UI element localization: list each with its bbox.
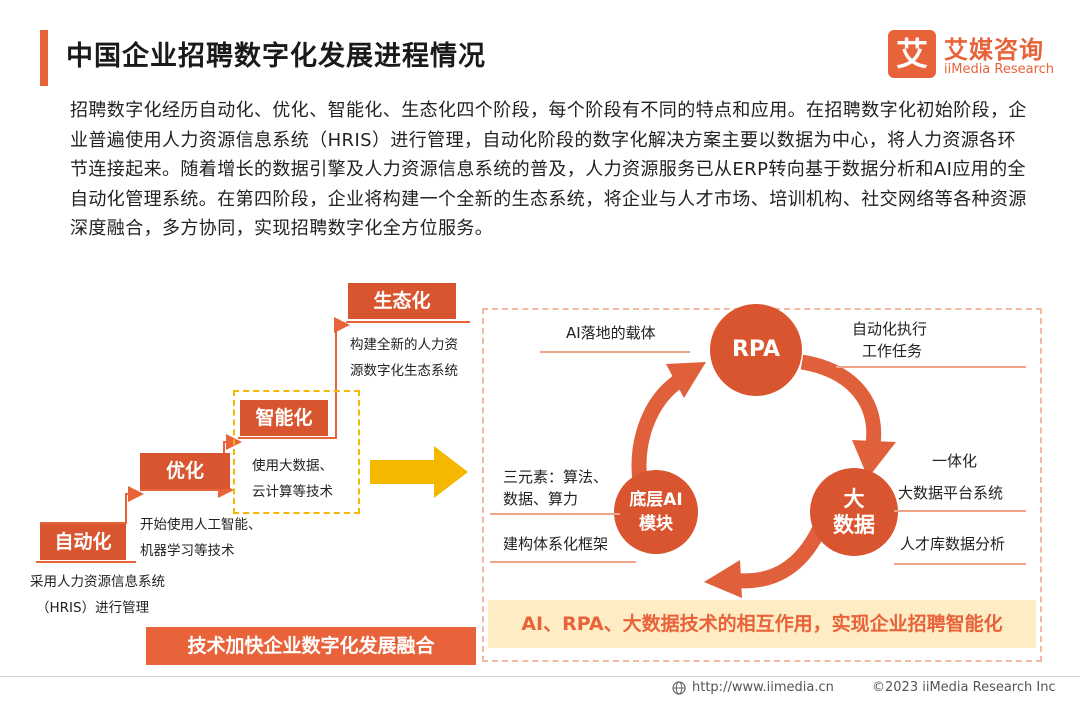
- annotation-ai-carrier: AI落地的载体: [566, 324, 656, 342]
- stage-desc-optimization: 开始使用人工智能、 机器学习等技术: [140, 512, 262, 564]
- footer-copyright: ©2023 iiMedia Research Inc: [872, 680, 1056, 695]
- annotation-ai-framework: 建构体系化框架: [503, 535, 609, 553]
- step-line-1: [40, 486, 144, 524]
- step-line-3: [238, 317, 350, 439]
- logo-name-cn: 艾媒咨询: [944, 36, 1044, 64]
- stage-desc-automation: 采用人力资源信息系统 （HRIS）进行管理: [30, 569, 165, 621]
- stage-desc-optimization-line-1: 开始使用人工智能、: [140, 517, 262, 533]
- stage-desc-ecosystem: 构建全新的人力资 源数字化生态系统: [350, 332, 458, 384]
- cycle-arrowhead-3: [666, 362, 706, 398]
- ai-node-label: 底层AI 模块: [614, 488, 698, 536]
- cycle-arrowhead-1: [852, 440, 896, 478]
- bigdata-node-label-line-2: 数据: [833, 513, 875, 537]
- stage-desc-intelligence: 使用大数据、 云计算等技术: [252, 453, 333, 505]
- annotation-ai-elements: 三元素：算法、 数据、算力: [503, 466, 608, 510]
- bottom-band-label: 技术加快企业数字化发展融合: [146, 627, 476, 665]
- annotation-ai-elements-line-1: 三元素：算法、: [503, 468, 609, 486]
- stage-label-optimization: 优化: [140, 453, 230, 489]
- transition-arrow-icon: [370, 446, 468, 498]
- page-title: 中国企业招聘数字化发展进程情况: [66, 41, 486, 72]
- globe-icon: [672, 681, 686, 695]
- annotation-bd-integration: 一体化: [932, 452, 978, 470]
- ai-node-label-line-1: 底层AI: [629, 490, 683, 510]
- cycle-arrowhead-2: [704, 560, 742, 598]
- bigdata-node: [810, 468, 898, 556]
- stage-label-intelligence: 智能化: [240, 400, 328, 436]
- brand-logo: 艾 艾媒咨询 iiMedia Research: [888, 30, 1068, 80]
- intelligence-highlight-box: [233, 390, 360, 514]
- stage-desc-automation-line-1: 采用人力资源信息系统: [30, 574, 165, 590]
- annotation-ai-elements-line-2: 数据、算力: [503, 490, 579, 508]
- stage-label-automation: 自动化: [40, 524, 126, 560]
- annotation-rpa-task: 自动化执行 工作任务: [852, 318, 927, 362]
- bigdata-node-label-line-1: 大: [843, 487, 865, 511]
- rpa-node-label: RPA: [731, 337, 781, 362]
- intro-paragraph: 招聘数字化经历自动化、优化、智能化、生态化四个阶段，每个阶段有不同的特点和应用。…: [70, 100, 1027, 239]
- stage-desc-optimization-line-2: 机器学习等技术: [140, 543, 235, 559]
- annotation-rpa-task-line-1: 自动化执行: [852, 320, 928, 338]
- footer-divider: [0, 676, 1080, 677]
- cycle-arrow-ai-to-rpa: [631, 373, 685, 483]
- ai-node: [614, 470, 698, 554]
- annotation-underline-ai-framework: [490, 561, 636, 563]
- stage-desc-intelligence-line-1: 使用大数据、: [252, 458, 333, 474]
- logo-name-en: iiMedia Research: [944, 62, 1055, 77]
- footer-url-link[interactable]: http://www.iimedia.cn: [692, 680, 834, 695]
- cycle-arrow-rpa-to-bigdata: [800, 354, 882, 452]
- logo-mark: 艾: [888, 30, 936, 78]
- annotation-bd-talent: 人才库数据分析: [900, 535, 1006, 553]
- cycle-arrow-bigdata-to-ai: [729, 524, 827, 589]
- stage-desc-ecosystem-line-2: 源数字化生态系统: [350, 363, 458, 379]
- stage-desc-intelligence-line-2: 云计算等技术: [252, 484, 333, 500]
- annotation-underline-bd-talent: [894, 563, 1026, 565]
- stage-label-ecosystem: 生态化: [348, 283, 456, 319]
- stage-desc-ecosystem-line-1: 构建全新的人力资: [350, 337, 458, 353]
- annotation-underline-bd-platform: [894, 510, 1026, 512]
- stage-desc-automation-line-2: （HRIS）进行管理: [36, 600, 150, 616]
- rpa-node: [710, 304, 802, 396]
- bigdata-node-label: 大 数据: [810, 486, 898, 538]
- title-accent-bar: [40, 30, 48, 86]
- annotation-underline-rpa-task: [836, 366, 1026, 368]
- annotation-bd-platform: 大数据平台系统: [898, 484, 1004, 502]
- cycle-statement: AI、RPA、大数据技术的相互作用，实现企业招聘智能化: [488, 600, 1036, 648]
- ai-node-label-line-2: 模块: [639, 514, 673, 534]
- annotation-underline-ai-elements: [490, 513, 620, 515]
- annotation-rpa-task-line-2: 工作任务: [862, 342, 923, 360]
- annotation-underline-ai-carrier: [540, 351, 690, 353]
